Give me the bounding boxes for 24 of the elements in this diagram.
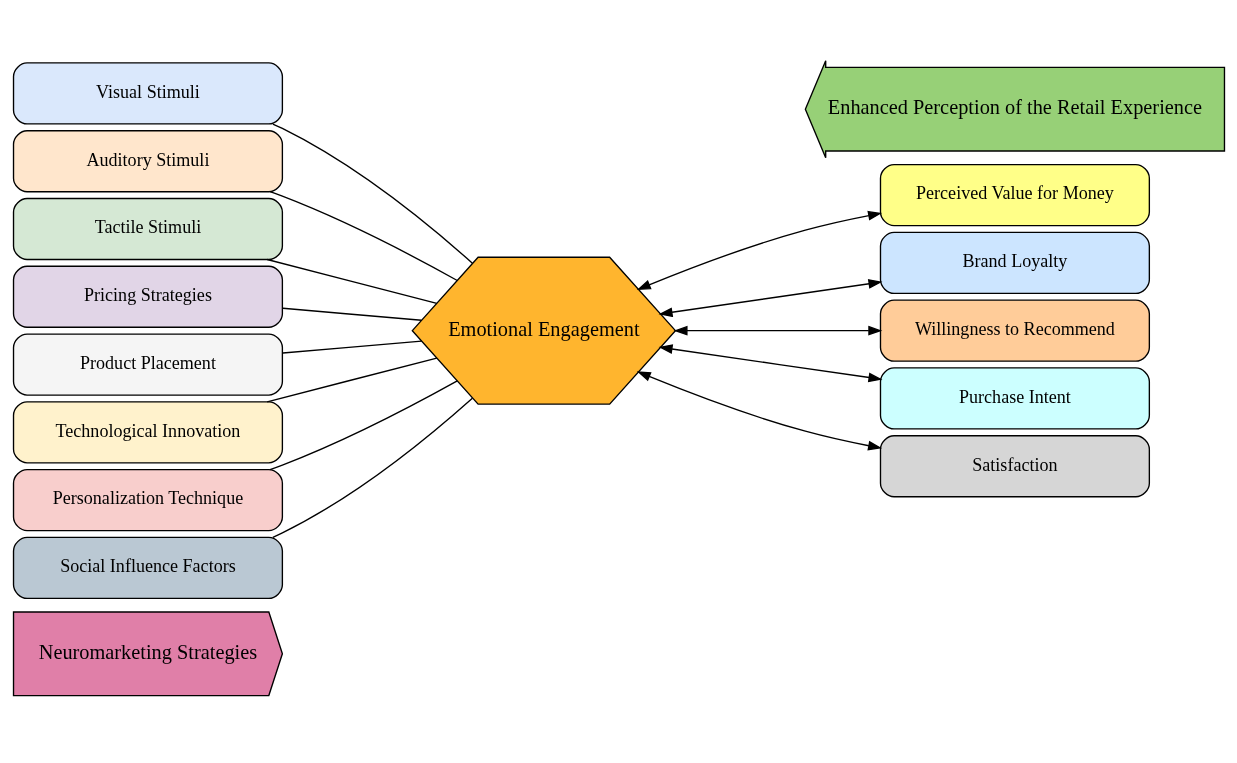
node-box: Brand Loyalty [879, 231, 1150, 295]
arrow [636, 210, 882, 290]
connector [281, 340, 422, 354]
connector [268, 380, 458, 471]
node-box: Visual Stimuli [12, 62, 283, 125]
arrow [673, 325, 882, 336]
arrow [658, 279, 882, 318]
node-box: Tactile Stimuli [12, 197, 283, 261]
connector [271, 123, 473, 264]
arrow [658, 344, 882, 383]
connector [268, 191, 458, 282]
connector [271, 397, 473, 538]
node-box: Purchase Intent [879, 367, 1150, 430]
node-box: Personalization Technique [12, 468, 283, 532]
node-box: Perceived Value for Money [879, 163, 1150, 227]
node-box: Satisfaction [879, 435, 1150, 498]
node-box: Willingness to Recommend [879, 299, 1150, 362]
node-box: Auditory Stimuli [12, 130, 283, 193]
node-box: Technological Innovation [12, 401, 283, 464]
node-box: Product Placement [12, 333, 283, 396]
node-box: Social Influence Factors [12, 536, 283, 600]
node-box: Pricing Strategies [12, 265, 283, 328]
connector [281, 307, 422, 321]
arrow [636, 371, 882, 451]
